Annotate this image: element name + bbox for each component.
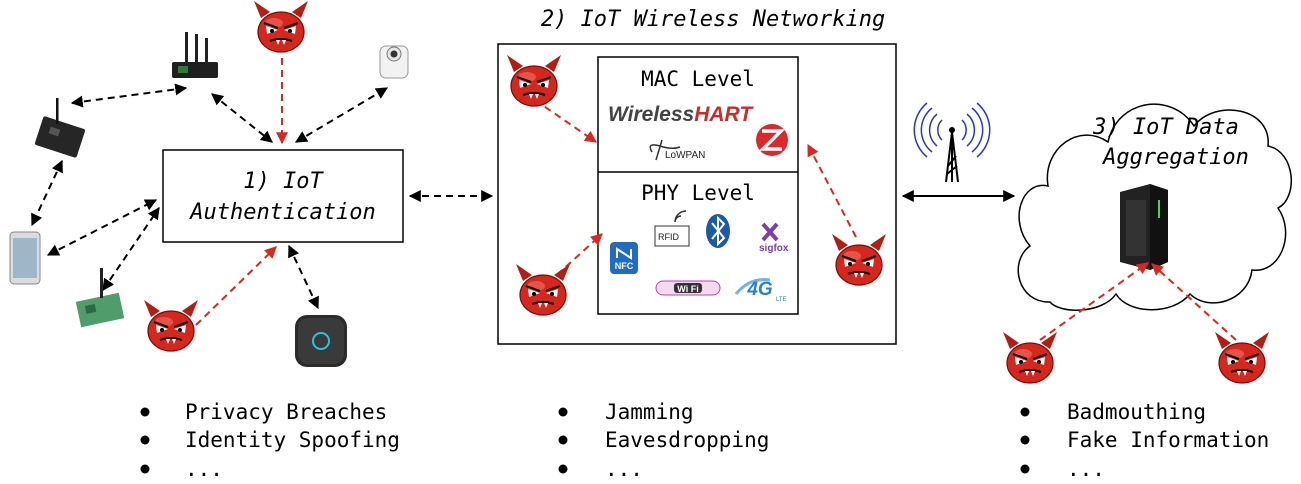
sensor-board-icon	[75, 268, 125, 328]
phy-level-label: PHY Level	[641, 181, 755, 205]
auth-title-line2: Authentication	[188, 200, 375, 225]
svg-text:RFID: RFID	[658, 232, 679, 242]
list-item: Privacy Breaches	[185, 400, 387, 424]
aggregation-title-line2: Aggregation	[1101, 145, 1249, 170]
svg-text:NFC: NFC	[615, 261, 634, 271]
list-item: Identity Spoofing	[185, 428, 400, 452]
list-item: Badmouthing	[1067, 400, 1206, 424]
6lowpan-logo: LoWPAN	[649, 139, 705, 161]
list-item: ...	[605, 457, 643, 481]
mac-level-label: MAC Level	[641, 67, 755, 91]
rfid-logo: RFID	[654, 210, 690, 247]
auth-attack-arrows	[195, 58, 288, 326]
list-item: Eavesdropping	[605, 428, 769, 452]
aggregation-title-line1: 3) IoT Data	[1092, 115, 1239, 140]
attacker-devil-icon	[253, 0, 309, 53]
aggregation-attack-arrows	[1039, 262, 1237, 341]
auth-threats-list: Privacy Breaches Identity Spoofing ...	[140, 400, 400, 481]
attacker-devil-icon	[1002, 331, 1058, 384]
list-item: Fake Information	[1067, 428, 1269, 452]
4g-lte-logo: 4G LTE	[734, 278, 787, 303]
list-item: ...	[1067, 457, 1105, 481]
aggregation-threats-list: Badmouthing Fake Information ...	[1020, 400, 1269, 481]
auth-box	[162, 149, 404, 243]
ip-camera-icon	[379, 45, 409, 79]
list-item: Jamming	[605, 400, 694, 424]
svg-text:WirelessHART: WirelessHART	[608, 103, 754, 126]
svg-text:LTE: LTE	[776, 297, 787, 303]
network-title: 2) IoT Wireless Networking	[541, 7, 885, 32]
svg-text:sigfox: sigfox	[759, 243, 789, 254]
auth-device-links	[31, 83, 389, 310]
nfc-logo: NFC	[610, 242, 638, 274]
svg-text:4G: 4G	[746, 279, 773, 300]
smartphone-icon	[9, 231, 41, 285]
attacker-devil-icon	[143, 299, 199, 352]
svg-text:LoWPAN: LoWPAN	[665, 150, 705, 161]
auth-title-line1: 1) IoT	[243, 169, 324, 194]
network-threats-list: Jamming Eavesdropping ...	[558, 400, 769, 481]
sigfox-logo: sigfox	[759, 222, 789, 254]
smart-speaker-hub-icon	[295, 315, 347, 367]
zigbee-logo	[756, 124, 788, 156]
radio-tower-icon	[913, 102, 991, 183]
wirelesshart-logo: WirelessHART	[608, 103, 754, 126]
server-icon	[1120, 184, 1168, 270]
dev-board-icon	[34, 98, 86, 158]
attacker-devil-icon	[1214, 331, 1270, 384]
svg-text:Wi Fi: Wi Fi	[677, 284, 698, 294]
wifi-logo: Wi Fi	[655, 280, 721, 296]
gateway-router-icon	[172, 32, 218, 78]
bluetooth-logo	[706, 214, 730, 248]
list-item: ...	[185, 457, 223, 481]
